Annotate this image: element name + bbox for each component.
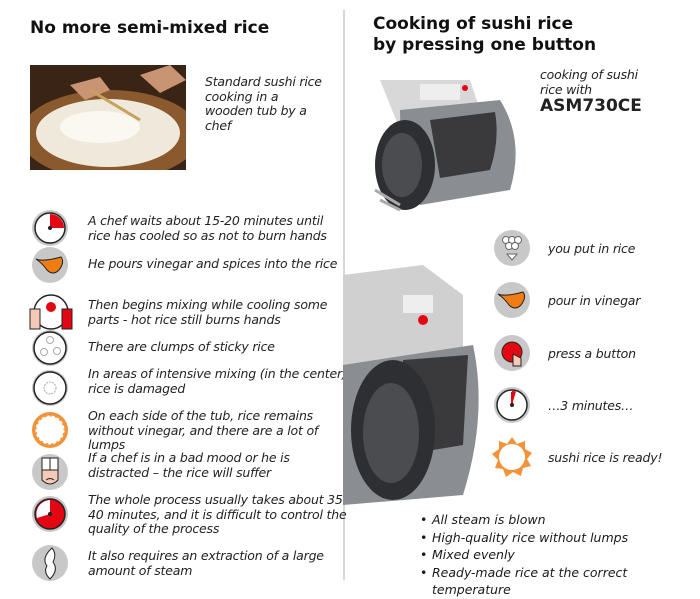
left-item-text: On each side of the tub, rice remains wi…	[88, 408, 319, 452]
benefit-item: High-quality rice without lumps	[420, 529, 700, 547]
vinegar-pour-icon	[494, 282, 530, 318]
left-title: No more semi-mixed rice	[30, 18, 270, 38]
chef-tub-photo	[30, 65, 186, 170]
left-item-text: In areas of intensive mixing (in the cen…	[88, 366, 347, 396]
left-item-text: Then begins mixing while cooling some pa…	[88, 297, 328, 327]
left-item-text: It also requires an extraction of a larg…	[88, 548, 324, 578]
benefit-item: Ready-made rice at the correct temperatu…	[420, 564, 700, 599]
machine-photo	[374, 80, 516, 212]
step-text: sushi rice is ready!	[548, 450, 663, 465]
sad-chef-icon	[32, 454, 68, 490]
title-line: by pressing one button	[373, 35, 597, 55]
clock-3-icon	[494, 387, 530, 423]
left-item-text: There are clumps of sticky rice	[88, 339, 275, 354]
clock-15-icon	[32, 210, 68, 246]
clock-40-icon	[32, 496, 68, 532]
step-text: press a button	[548, 346, 636, 361]
benefit-item: All steam is blown	[420, 511, 700, 529]
model-name: ASM730CE	[540, 96, 642, 116]
left-item-text: The whole process usually takes about 35…	[88, 492, 347, 536]
step-text: pour in vinegar	[548, 293, 641, 308]
photo-caption: Standard sushi rice cooking in a wooden …	[205, 74, 322, 133]
left-item-text: A chef waits about 15-20 minutes until r…	[88, 213, 327, 243]
lumps-edge-icon	[32, 412, 68, 448]
steam-icon	[32, 545, 68, 581]
left-item-text: He pours vinegar and spices into the ric…	[88, 256, 338, 271]
title-line: Cooking of sushi rice	[373, 14, 574, 34]
rice-ready-icon	[492, 437, 532, 477]
caption-text: cooking of sushi rice with	[540, 67, 638, 97]
rice-input-icon	[494, 230, 530, 266]
step-text: you put in rice	[548, 241, 636, 256]
machine-closeup-photo	[343, 265, 479, 505]
press-button-icon	[494, 335, 530, 371]
benefit-item: Mixed evenly	[420, 546, 700, 564]
damaged-center-icon	[32, 370, 68, 406]
step-text: …3 minutes…	[548, 398, 634, 413]
left-item-text: If a chef is in a bad mood or he is dist…	[88, 450, 290, 480]
benefits-list: All steam is blown High-quality rice wit…	[420, 511, 700, 599]
hot-hands-icon	[29, 294, 73, 330]
vinegar-pour-icon	[32, 247, 68, 283]
sticky-clumps-icon	[32, 330, 68, 366]
